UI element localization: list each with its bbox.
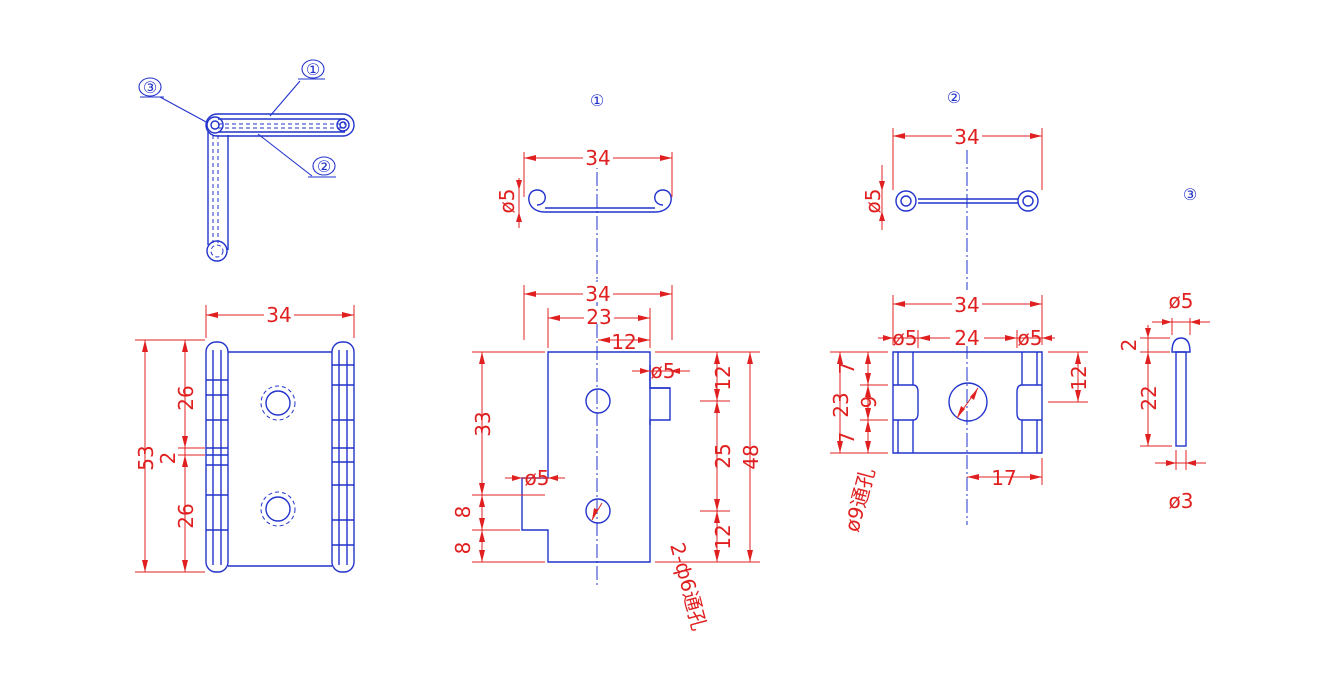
p2-right-12: 12 [1067,365,1091,390]
part2-top-view: 34 ø5 [861,124,1043,290]
p2-inner: 24 [954,326,979,350]
assembly-top-view [205,113,355,262]
part1-dimensions: 34 23 12 ø5 33 8 8 ø5 [451,282,763,633]
part3-label: ③ [1183,185,1197,204]
p2-d17: 17 [991,466,1016,490]
p1-right-12b: 12 [711,524,735,549]
p1-tab-dia: ø5 [651,359,676,383]
p2-hole-note: ø9通孔 [840,465,880,534]
p1-right-48: 48 [739,444,763,469]
p3-head-h: 2 [1117,339,1141,352]
balloon-2: ② [257,133,336,178]
dim-width: 34 [266,303,291,327]
p1-d8b: 8 [451,542,475,555]
part1-top-view: 34 ø5 [495,146,673,300]
p2-d7a: 7 [835,362,859,375]
dim-upper: 26 [174,385,198,410]
p1-tab-offset: 12 [611,330,636,354]
p1-right-25: 25 [711,443,735,468]
dim-total: 53 [134,445,158,470]
p1-width: 34 [585,282,610,306]
p3-shank-dia: ø3 [1169,489,1194,513]
p1-top-width: 34 [585,146,610,170]
p1-hole-note: 2-ф6通孔 [665,540,711,633]
part3-pin [1171,337,1191,447]
svg-text:①: ① [306,60,320,79]
p2-width: 34 [954,293,979,317]
svg-text:②: ② [317,157,331,176]
p2-slot-a: ø5 [893,326,918,350]
p2-d7b: 7 [835,432,859,445]
p1-height-upper: 33 [471,411,495,436]
svg-text:③: ③ [143,78,157,97]
balloon-3: ③ [138,77,209,124]
p2-curl-dia: ø5 [861,189,885,214]
assembly-front-view [205,341,355,573]
dim-lower: 26 [174,503,198,528]
p2-slot-b: ø5 [1018,326,1043,350]
p3-length: 22 [1137,385,1161,410]
balloon-1: ① [269,59,325,117]
p1-d8a: 8 [451,506,475,519]
part2-front-view [892,345,1043,525]
part2-label: ② [947,88,961,107]
part3-dimensions: ø5 2 22 ø3 [1117,289,1210,513]
p2-d23: 23 [829,392,853,417]
p1-hole-offset: 23 [586,305,611,329]
p2-d9: 9 [857,396,881,409]
p1-curl-dia: ø5 [495,189,519,214]
p2-top-width: 34 [954,125,979,149]
assembly-dimensions: 34 53 26 2 26 [134,303,355,573]
part2-dimensions: 34 ø5 24 ø5 23 7 9 7 12 [829,292,1091,534]
dim-gap: 2 [156,452,180,465]
p1-right-12a: 12 [711,365,735,390]
p1-tab-dia-lower: ø5 [525,466,550,490]
part1-label: ① [590,91,604,110]
p3-head-dia: ø5 [1169,289,1194,313]
